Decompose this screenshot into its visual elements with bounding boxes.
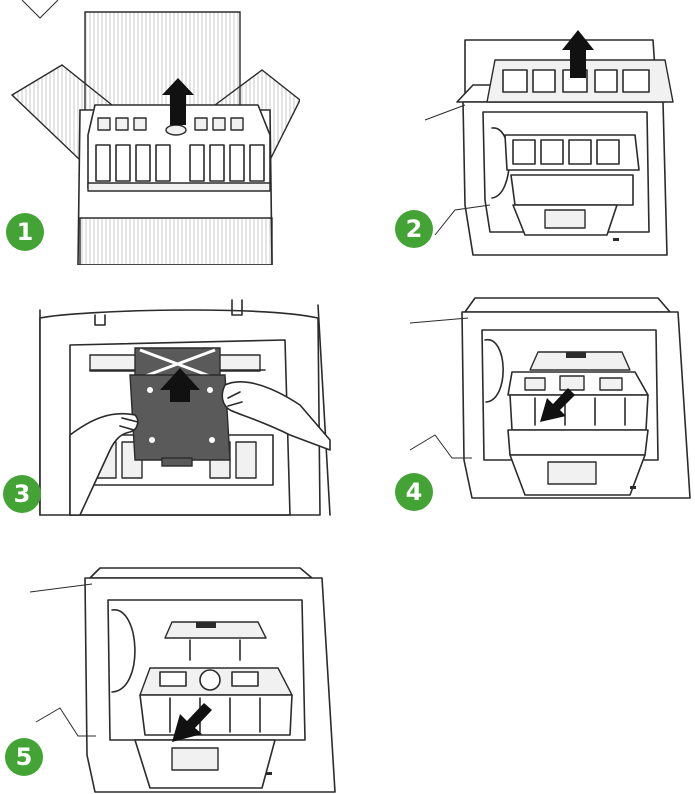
step-4-panel: 4 <box>390 290 695 515</box>
step-4-illustration <box>390 290 695 515</box>
step-number-badge: 2 <box>395 210 433 248</box>
step-5-illustration <box>0 560 340 794</box>
step-3-panel: 3 <box>0 270 340 520</box>
step-3-illustration <box>0 270 340 520</box>
step-2-panel: 2 <box>395 0 695 265</box>
step-number-badge: 5 <box>5 738 43 776</box>
box-front-flap <box>80 218 272 265</box>
step-2-illustration <box>395 0 695 265</box>
step-1-panel: 1 <box>0 0 300 265</box>
step-number-badge: 1 <box>6 213 44 251</box>
step-5-panel: 5 <box>0 560 340 794</box>
step-number-badge: 4 <box>395 473 433 511</box>
step-1-illustration <box>0 0 300 265</box>
step-number-badge: 3 <box>3 475 41 513</box>
box-corner-tab <box>22 0 58 18</box>
